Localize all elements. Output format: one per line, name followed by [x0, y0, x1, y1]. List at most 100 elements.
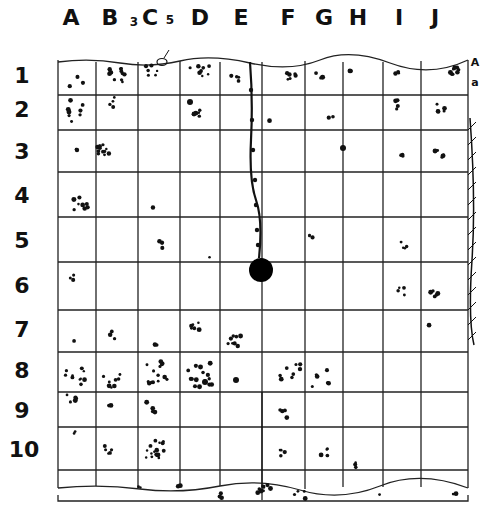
- find-dot: [303, 490, 306, 493]
- find-dot: [156, 453, 161, 458]
- find-dot: [291, 372, 295, 376]
- find-dot: [290, 376, 293, 379]
- find-dot: [251, 148, 255, 152]
- find-dot: [82, 377, 87, 382]
- find-dot: [104, 448, 107, 451]
- find-dot: [308, 234, 311, 237]
- find-dot: [79, 383, 83, 387]
- find-dot: [202, 379, 208, 385]
- row-number: 2: [14, 99, 29, 121]
- find-dot: [231, 342, 234, 345]
- find-dot: [454, 491, 459, 496]
- find-dot: [194, 364, 198, 368]
- find-dot: [108, 451, 112, 455]
- find-dot: [278, 374, 282, 378]
- find-dot: [107, 404, 111, 408]
- find-dot: [283, 450, 287, 454]
- find-dot: [111, 105, 115, 109]
- find-dot: [441, 153, 446, 158]
- find-dot: [72, 339, 76, 343]
- find-dot: [137, 485, 140, 488]
- row-number: 6: [14, 275, 29, 297]
- find-dot: [353, 463, 357, 467]
- find-dot: [289, 77, 292, 80]
- row-number: 5: [14, 230, 29, 252]
- find-dot: [194, 377, 199, 382]
- find-dot: [150, 455, 153, 458]
- find-dot: [197, 384, 202, 389]
- find-dot: [400, 241, 403, 244]
- find-dot: [107, 151, 111, 155]
- find-dot: [298, 362, 302, 366]
- find-dot: [108, 103, 111, 106]
- find-dot: [155, 343, 158, 346]
- find-dot: [326, 447, 329, 450]
- find-dot: [327, 116, 331, 120]
- right-hatch: [468, 118, 476, 345]
- find-dot: [102, 375, 105, 378]
- find-dot: [433, 295, 437, 299]
- column-letter: D: [191, 7, 209, 29]
- find-dot: [398, 287, 401, 290]
- find-dot: [378, 493, 381, 496]
- find-dot: [285, 366, 289, 370]
- find-dot: [66, 394, 69, 397]
- find-dot: [110, 448, 113, 451]
- large-post: [249, 258, 273, 282]
- find-dot: [71, 197, 76, 202]
- find-dot: [207, 73, 209, 75]
- find-dot: [208, 377, 211, 380]
- find-dot: [158, 359, 163, 364]
- find-dot: [107, 71, 112, 76]
- find-dot: [331, 115, 335, 119]
- find-dot: [158, 365, 161, 368]
- find-dot: [443, 109, 446, 112]
- find-dot: [237, 76, 240, 79]
- find-dot: [67, 114, 70, 117]
- find-dot: [112, 384, 117, 389]
- find-dot: [85, 202, 89, 206]
- find-dot: [233, 377, 239, 383]
- find-dot: [146, 69, 149, 72]
- find-dot: [319, 76, 322, 79]
- find-dot: [311, 385, 314, 388]
- find-dot: [433, 149, 438, 154]
- callout-number: 5: [166, 14, 174, 26]
- column-letter: A: [62, 7, 79, 29]
- find-dot: [197, 327, 202, 332]
- find-dot: [403, 294, 406, 297]
- column-letter: C: [142, 7, 158, 29]
- find-dot: [198, 109, 201, 112]
- grid-lines: [58, 55, 468, 501]
- find-dot: [70, 375, 74, 379]
- column-letter: I: [395, 7, 403, 29]
- find-dot: [279, 377, 284, 382]
- find-dot: [149, 63, 153, 67]
- find-dot: [96, 149, 100, 153]
- find-dot: [68, 98, 73, 103]
- find-dot: [160, 246, 164, 250]
- find-dot: [154, 74, 157, 77]
- find-dot: [237, 79, 241, 83]
- find-dot: [153, 439, 157, 443]
- find-dot: [147, 74, 150, 77]
- find-dot: [65, 369, 68, 372]
- find-dot: [67, 109, 72, 114]
- column-letter: E: [233, 7, 248, 29]
- find-dot: [452, 65, 457, 70]
- find-dot: [73, 395, 77, 399]
- find-dot: [193, 384, 197, 388]
- find-dot: [405, 245, 408, 248]
- find-dot: [436, 103, 439, 106]
- find-dots: [64, 63, 461, 501]
- find-dot: [79, 378, 82, 381]
- find-dot: [187, 99, 193, 105]
- find-dot: [397, 72, 400, 75]
- find-dot: [186, 369, 190, 373]
- find-dot: [261, 484, 265, 488]
- find-dot: [146, 449, 148, 451]
- find-dot: [310, 235, 314, 239]
- find-dot: [238, 334, 243, 339]
- find-dot: [457, 68, 461, 72]
- row-number: 9: [14, 400, 29, 422]
